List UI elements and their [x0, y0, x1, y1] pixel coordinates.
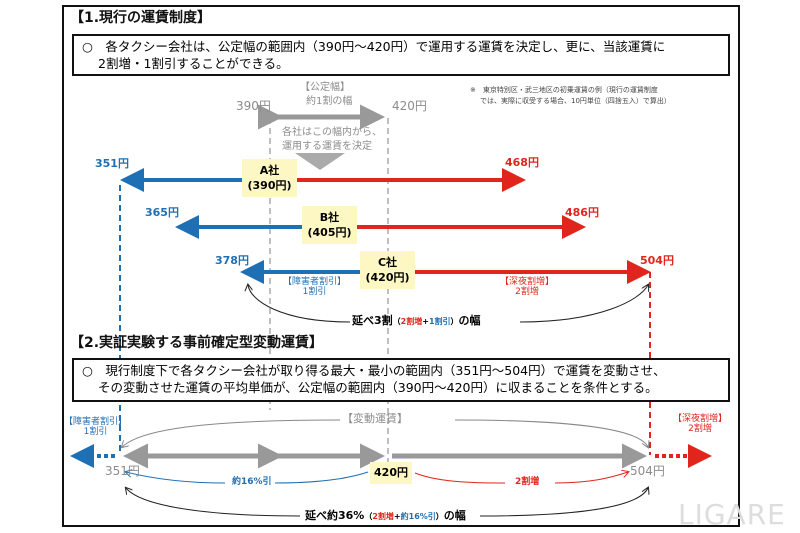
- company-a-low: 351円: [95, 157, 129, 170]
- company-c-box: C社(420円): [360, 251, 415, 289]
- company-a-high: 468円: [505, 156, 539, 169]
- section1-description: ○ 各タクシー会社は、公定幅の範囲内（390円～420円）で運用する運賃を決定し…: [72, 34, 730, 76]
- range-high: 420円: [392, 99, 427, 113]
- variable-arc: [122, 419, 341, 447]
- footnote: では、実際に収受する場合、10円単位（四捨五入）で算出）: [480, 97, 671, 105]
- company-c-low: 378円: [215, 254, 249, 267]
- dec-label: 約16%引: [232, 477, 272, 487]
- variable-mid: 420円: [370, 462, 412, 484]
- company-a-box: A社(390円): [242, 159, 297, 197]
- surcharge-label: 【深夜割増】2割増: [500, 277, 555, 297]
- section2-title: 【2.実証実験する事前確定型変動運賃】: [70, 335, 324, 351]
- range-width-label: 約1割の幅: [306, 96, 353, 107]
- range-low: 390円: [236, 99, 271, 113]
- desc-line: その変動させた運賃の平均単価が、公定幅の範囲内（390円～420円）に収まること…: [98, 380, 658, 395]
- outer-frame: [62, 5, 740, 527]
- variable-high: 504円: [630, 464, 665, 478]
- span-label-1: 延べ3割（2割増+1割引）の幅: [352, 314, 481, 327]
- span-label-2: 延べ約36%（2割増+約16%引）の幅: [305, 509, 466, 522]
- company-c-high: 504円: [640, 254, 674, 267]
- variable-low: 351円: [105, 464, 140, 478]
- company-b-high: 486円: [565, 206, 599, 219]
- surcharge-label-2: 【深夜割増】2割増: [673, 414, 728, 434]
- footnote: ※ 東京特別区・武三地区の初乗運賃の例（現行の運賃制度: [470, 86, 658, 94]
- discount-label-2: 【障害者割引】1割引: [64, 417, 128, 437]
- section1-title: 【1.現行の運賃制度】: [70, 10, 212, 26]
- section2-description: ○ 現行制度下で各タクシー会社が取り得る最大・最小の範囲内（351円～504円）…: [72, 358, 730, 402]
- desc-line: 2割増・1割引することができる。: [98, 56, 289, 71]
- desc-line: ○ 現行制度下で各タクシー会社が取り得る最大・最小の範囲内（351円～504円）…: [82, 363, 666, 378]
- variable-fare-label: 【変動運賃】: [342, 412, 408, 425]
- company-arrows: [120, 168, 651, 284]
- desc-line: ○ 各タクシー会社は、公定幅の範囲内（390円～420円）で運用する運賃を決定し…: [82, 39, 666, 54]
- range-note: 各社はこの幅内から、: [282, 127, 382, 138]
- range-note: 運用する運賃を決定: [282, 141, 372, 152]
- range-label: 【公定幅】: [300, 82, 350, 93]
- company-b-low: 365円: [145, 206, 179, 219]
- company-b-box: B社(405円): [302, 206, 357, 244]
- span-arc-1: [248, 285, 351, 323]
- discount-label: 【障害者割引】1割引: [283, 277, 347, 297]
- down-arrow-icon: [295, 153, 345, 170]
- inc-label: 2割増: [515, 477, 540, 487]
- watermark-logo: LIGARE: [678, 498, 786, 531]
